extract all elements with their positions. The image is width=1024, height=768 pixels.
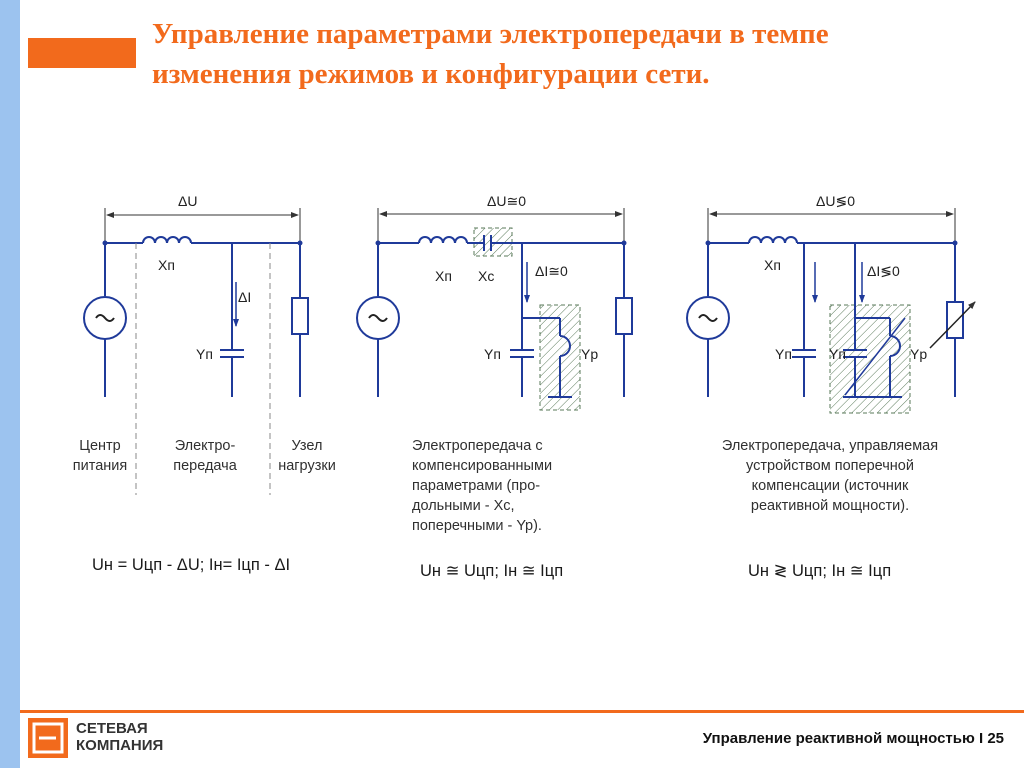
- reactive-power-source-box: [829, 304, 911, 414]
- d1-xp-label: Xп: [158, 257, 175, 273]
- footer-divider: [20, 710, 1024, 713]
- reactor-yr: [559, 335, 571, 357]
- d2-xc-label: Xс: [478, 268, 494, 284]
- d1-caption-center: Центр питания: [72, 438, 128, 474]
- title-line-2: изменения режимов и конфигурации сети.: [152, 58, 710, 90]
- diagram-2: [356, 208, 633, 411]
- title-accent-bar: [28, 38, 136, 68]
- side-strip: [0, 0, 20, 768]
- d3-yr-label: Yр: [910, 346, 927, 362]
- d3-delta-u-label: ΔU≶0: [816, 193, 855, 209]
- d1-delta-u-label: ΔU: [178, 193, 197, 209]
- diagram-3: [686, 208, 976, 414]
- d1-caption-node: Узел нагрузки: [278, 438, 336, 474]
- d2-xp-label: Xп: [435, 268, 452, 284]
- company-logo-text: СЕТЕВАЯ КОМПАНИЯ: [76, 720, 164, 754]
- d2-formula: Uн ≅ Uцп; Iн ≅ Iцп: [420, 562, 564, 580]
- d3-caption: Электропередача, управляемая устройством…: [721, 438, 939, 514]
- slide-title: Управление параметрами электропередачи в…: [152, 14, 992, 94]
- company-logo-icon: [28, 718, 68, 758]
- d3-formula: Uн ≷ Uцп; Iн ≅ Iцп: [748, 562, 892, 580]
- d3-yn-label: Yп: [829, 346, 846, 362]
- inductor-xp: [142, 236, 192, 244]
- d1-delta-i-label: ΔI: [238, 289, 251, 305]
- d3-yp-label: Yп: [775, 346, 792, 362]
- d2-yp-label: Yп: [484, 346, 501, 362]
- d2-delta-i-label: ΔI≅0: [535, 263, 568, 279]
- load-resistor: [291, 297, 309, 335]
- footer-page-label: Управление реактивной мощностью I 25: [702, 730, 1004, 747]
- d3-xp-label: Xп: [764, 257, 781, 273]
- title-line-1: Управление параметрами электропередачи в…: [152, 18, 829, 50]
- d2-delta-u-label: ΔU≅0: [487, 193, 526, 209]
- diagram-1: [83, 208, 309, 495]
- d1-yp-label: Yп: [196, 346, 213, 362]
- d3-delta-i-label: ΔI≶0: [867, 263, 900, 279]
- variable-resistor: [946, 301, 964, 339]
- d1-formula: Uн = Uцп - ΔU; Iн= Iцп - ΔI: [92, 556, 291, 574]
- d1-caption-line: Электро- передача: [173, 438, 237, 474]
- d2-yr-label: Yр: [581, 346, 598, 362]
- d2-caption: Электропередача с компенсированными пара…: [412, 438, 553, 534]
